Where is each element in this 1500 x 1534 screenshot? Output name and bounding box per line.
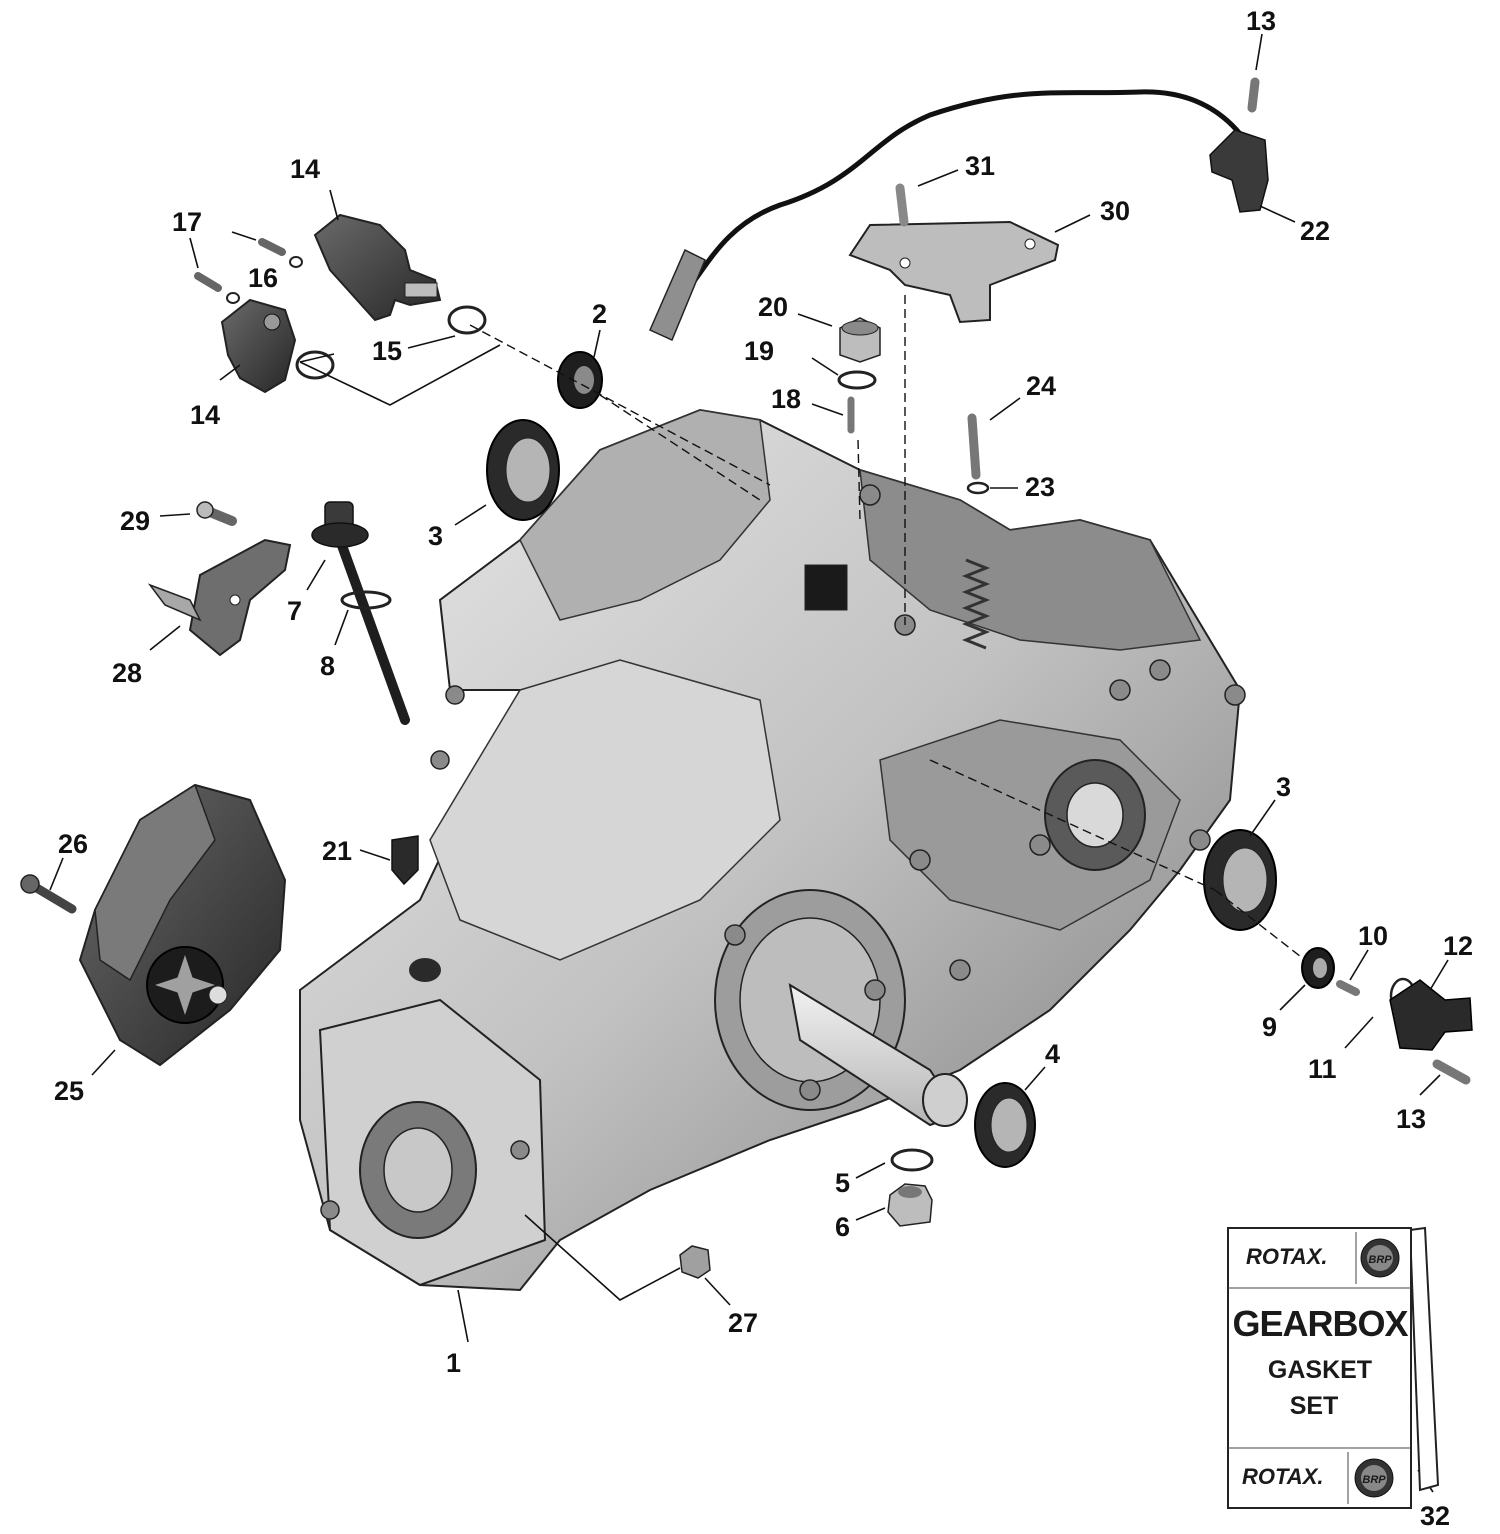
callout-28: 28 bbox=[112, 658, 142, 688]
shaft-seal-small bbox=[557, 351, 603, 409]
callout-16: 16 bbox=[248, 263, 278, 293]
callout-1: 1 bbox=[446, 1348, 461, 1378]
cable-connector bbox=[649, 248, 706, 342]
callout-6: 6 bbox=[835, 1212, 850, 1242]
sensor-bolt-upper bbox=[1247, 77, 1260, 113]
callout-4: 4 bbox=[1045, 1039, 1060, 1069]
callout-30: 30 bbox=[1100, 196, 1130, 226]
shift-actuator-upper bbox=[313, 213, 442, 322]
callout-10: 10 bbox=[1358, 921, 1388, 951]
callout-23: 23 bbox=[1025, 472, 1055, 502]
breather-plug bbox=[391, 835, 419, 886]
callout-8: 8 bbox=[320, 651, 335, 681]
fill-plug bbox=[839, 317, 881, 363]
callout-13-top: 13 bbox=[1246, 6, 1276, 36]
actuator-bolt-a bbox=[258, 238, 286, 256]
callout-7: 7 bbox=[287, 596, 302, 626]
mounting-bracket bbox=[147, 538, 292, 657]
dipstick bbox=[311, 501, 410, 725]
callout-14-top: 14 bbox=[290, 154, 320, 184]
speed-sensor-lower bbox=[1389, 979, 1473, 1051]
gasket-card-title: GEARBOX bbox=[1232, 1303, 1408, 1344]
callout-12: 12 bbox=[1443, 931, 1473, 961]
gearbox-cover bbox=[78, 783, 287, 1067]
spacer-nut bbox=[679, 1245, 711, 1279]
callout-14-bottom: 14 bbox=[190, 400, 220, 430]
rotax-logo-bottom: ROTAX. bbox=[1242, 1464, 1323, 1489]
fill-plug-washer bbox=[837, 370, 877, 390]
callout-5: 5 bbox=[835, 1168, 850, 1198]
sensor-cable bbox=[658, 89, 1247, 322]
sensor-bolt-lower bbox=[1432, 1059, 1471, 1085]
drain-plug bbox=[887, 1183, 933, 1227]
callout-3-right: 3 bbox=[1276, 772, 1291, 802]
callout-29: 29 bbox=[120, 506, 150, 536]
shift-actuator-lower bbox=[220, 298, 297, 394]
spring-bolt-washer bbox=[966, 481, 990, 495]
cover-bolt bbox=[20, 874, 77, 914]
rotax-logo-top: ROTAX. bbox=[1246, 1244, 1327, 1269]
callout-3-left: 3 bbox=[428, 521, 443, 551]
drain-washer bbox=[890, 1148, 934, 1172]
spring-bolt bbox=[967, 413, 981, 480]
brp-badge-top: BRP bbox=[1360, 1238, 1400, 1278]
dipstick-o-ring bbox=[340, 590, 392, 610]
gearbox-housing bbox=[299, 408, 1246, 1292]
svg-text:BRP: BRP bbox=[1362, 1474, 1386, 1486]
leader-lines bbox=[49, 33, 1449, 1493]
bracket-bolt bbox=[196, 501, 237, 526]
callout-27: 27 bbox=[728, 1308, 758, 1338]
o-ring-b bbox=[295, 350, 335, 380]
callout-20: 20 bbox=[758, 292, 788, 322]
svg-text:BRP: BRP bbox=[1368, 1254, 1392, 1266]
washer-a bbox=[289, 256, 303, 268]
alignment-lines bbox=[469, 295, 1306, 961]
callout-22: 22 bbox=[1300, 216, 1330, 246]
callout-labels: 1 2 3 3 4 5 6 7 8 9 10 11 12 13 13 14 14… bbox=[54, 6, 1473, 1531]
callout-31: 31 bbox=[965, 151, 995, 181]
speed-sensor-upper bbox=[1209, 129, 1269, 213]
callout-19: 19 bbox=[744, 336, 774, 366]
gasket-card-line1: GASKET bbox=[1268, 1356, 1372, 1384]
gasket-card-line2: SET bbox=[1290, 1392, 1339, 1420]
callout-2: 2 bbox=[592, 299, 607, 329]
callout-26: 26 bbox=[58, 829, 88, 859]
callout-9: 9 bbox=[1262, 1012, 1277, 1042]
sensor-seal bbox=[1301, 947, 1335, 989]
output-seal bbox=[974, 1082, 1036, 1168]
callout-25: 25 bbox=[54, 1076, 84, 1106]
actuator-bolt-b bbox=[194, 272, 222, 292]
callout-32: 32 bbox=[1420, 1501, 1450, 1531]
o-ring-a bbox=[447, 305, 487, 335]
plate-bolt bbox=[895, 183, 909, 227]
gasket-set-card: ROTAX. BRP GEARBOX GASKET SET ROTAX. BRP bbox=[1227, 1226, 1440, 1509]
callout-21: 21 bbox=[322, 836, 352, 866]
washer-b bbox=[226, 292, 240, 304]
shaft-seal-right bbox=[1203, 829, 1277, 931]
callout-13-bottom: 13 bbox=[1396, 1104, 1426, 1134]
callout-24: 24 bbox=[1026, 371, 1056, 401]
callout-17: 17 bbox=[172, 207, 202, 237]
brp-badge-bottom: BRP bbox=[1354, 1458, 1394, 1498]
sensor-bolt-small bbox=[1336, 980, 1360, 996]
shaft-seal-left bbox=[486, 419, 560, 521]
callout-18: 18 bbox=[771, 384, 801, 414]
shift-plate bbox=[848, 220, 1060, 324]
callout-11: 11 bbox=[1308, 1054, 1337, 1084]
callout-15: 15 bbox=[372, 336, 402, 366]
